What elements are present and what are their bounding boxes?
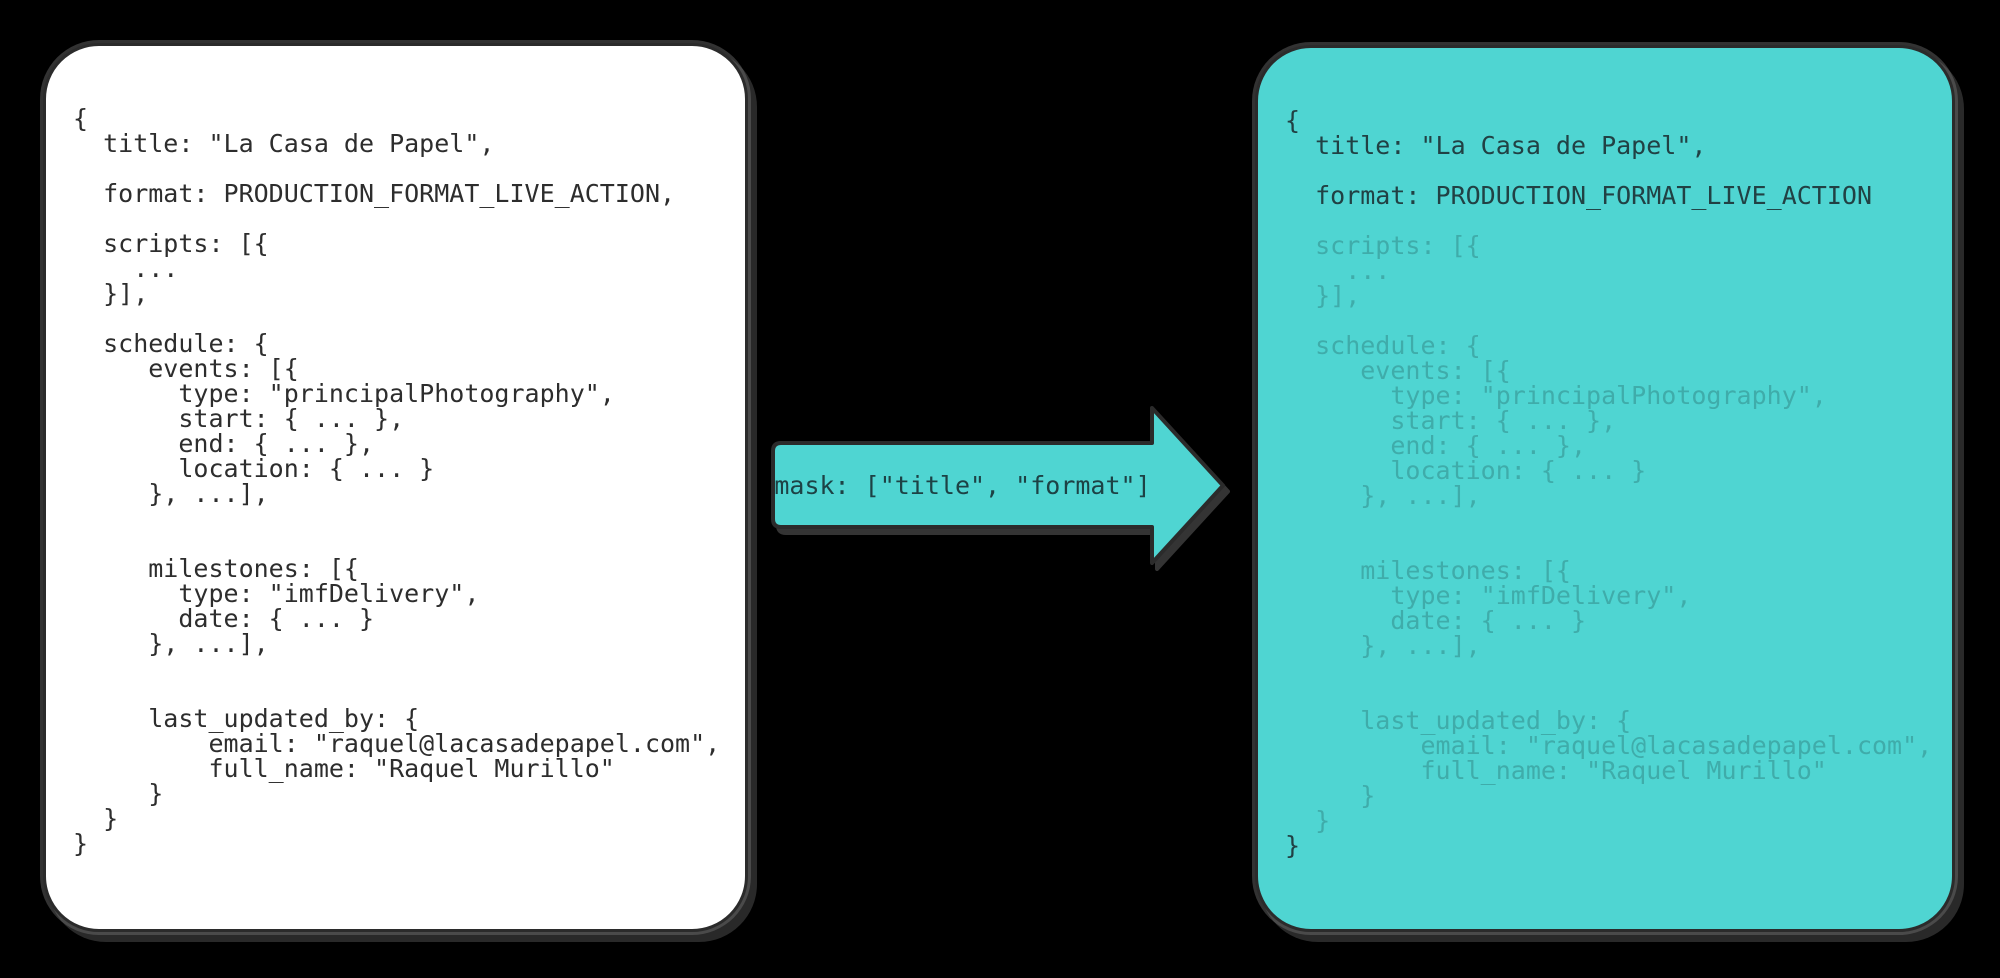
code-line: date: { ... } [1285,606,1587,635]
code-line: scripts: [{ [1285,231,1481,260]
source-json-code: { title: "La Casa de Papel", format: PRO… [73,106,735,856]
mask-arrow: mask: ["title", "format"] [766,398,1236,578]
code-line: type: "imfDelivery", [73,579,480,608]
arrow-right-icon [771,406,1225,565]
code-line [1285,308,1942,333]
code-line: end: { ... }, [73,429,375,458]
code-line [1285,508,1942,533]
code-line: full_name: "Raquel Murillo" [73,754,615,783]
code-line [73,681,735,706]
code-line: ... [73,254,179,283]
mask-arrow-label: mask: ["title", "format"] [774,470,1151,500]
code-line: } [73,829,89,858]
masked-json-code: { title: "La Casa de Papel", format: PRO… [1285,108,1942,858]
code-line: title: "La Casa de Papel", [73,129,495,158]
code-line: start: { ... }, [1285,406,1617,435]
code-line: schedule: { [1285,331,1481,360]
code-line [73,206,735,231]
code-line: }, ...], [1285,481,1481,510]
code-line: milestones: [{ [73,554,359,583]
code-line [1285,208,1942,233]
code-line: schedule: { [73,329,269,358]
code-line: scripts: [{ [73,229,269,258]
code-line: }], [73,279,149,308]
code-line: } [73,779,164,808]
code-line [1285,658,1942,683]
code-line: ... [1285,256,1391,285]
code-line [73,531,735,556]
code-line: } [73,804,119,833]
code-line [1285,533,1942,558]
code-line: }, ...], [1285,631,1481,660]
code-line: email: "raquel@lacasadepapel.com", [73,729,721,758]
code-line [73,306,735,331]
code-line: milestones: [{ [1285,556,1571,585]
code-line: events: [{ [1285,356,1511,385]
code-line: }, ...], [73,629,269,658]
code-line: location: { ... } [1285,456,1647,485]
code-line: last_updated_by: { [1285,706,1632,735]
code-line: } [1285,806,1331,835]
code-line: location: { ... } [73,454,435,483]
code-line [73,156,735,181]
code-line: type: "principalPhotography", [73,379,615,408]
code-line: type: "principalPhotography", [1285,381,1827,410]
code-line: } [1285,831,1301,860]
code-line: full_name: "Raquel Murillo" [1285,756,1827,785]
code-line [1285,683,1942,708]
code-line: end: { ... }, [1285,431,1587,460]
code-line: events: [{ [73,354,299,383]
code-line [73,506,735,531]
code-line: { [73,104,89,133]
code-line: }], [1285,281,1361,310]
code-line [73,656,735,681]
masked-json-panel: { title: "La Casa de Papel", format: PRO… [1255,45,1955,932]
code-line: last_updated_by: { [73,704,420,733]
code-line: format: PRODUCTION_FORMAT_LIVE_ACTION [1285,181,1872,210]
code-line: type: "imfDelivery", [1285,581,1692,610]
code-line: start: { ... }, [73,404,405,433]
code-line: date: { ... } [73,604,375,633]
code-line: } [1285,781,1376,810]
code-line: title: "La Casa de Papel", [1285,131,1707,160]
code-line: }, ...], [73,479,269,508]
code-line: email: "raquel@lacasadepapel.com", [1285,731,1933,760]
code-line: { [1285,106,1301,135]
code-line: format: PRODUCTION_FORMAT_LIVE_ACTION, [73,179,676,208]
code-line [1285,158,1942,183]
source-json-panel: { title: "La Casa de Papel", format: PRO… [43,43,748,932]
